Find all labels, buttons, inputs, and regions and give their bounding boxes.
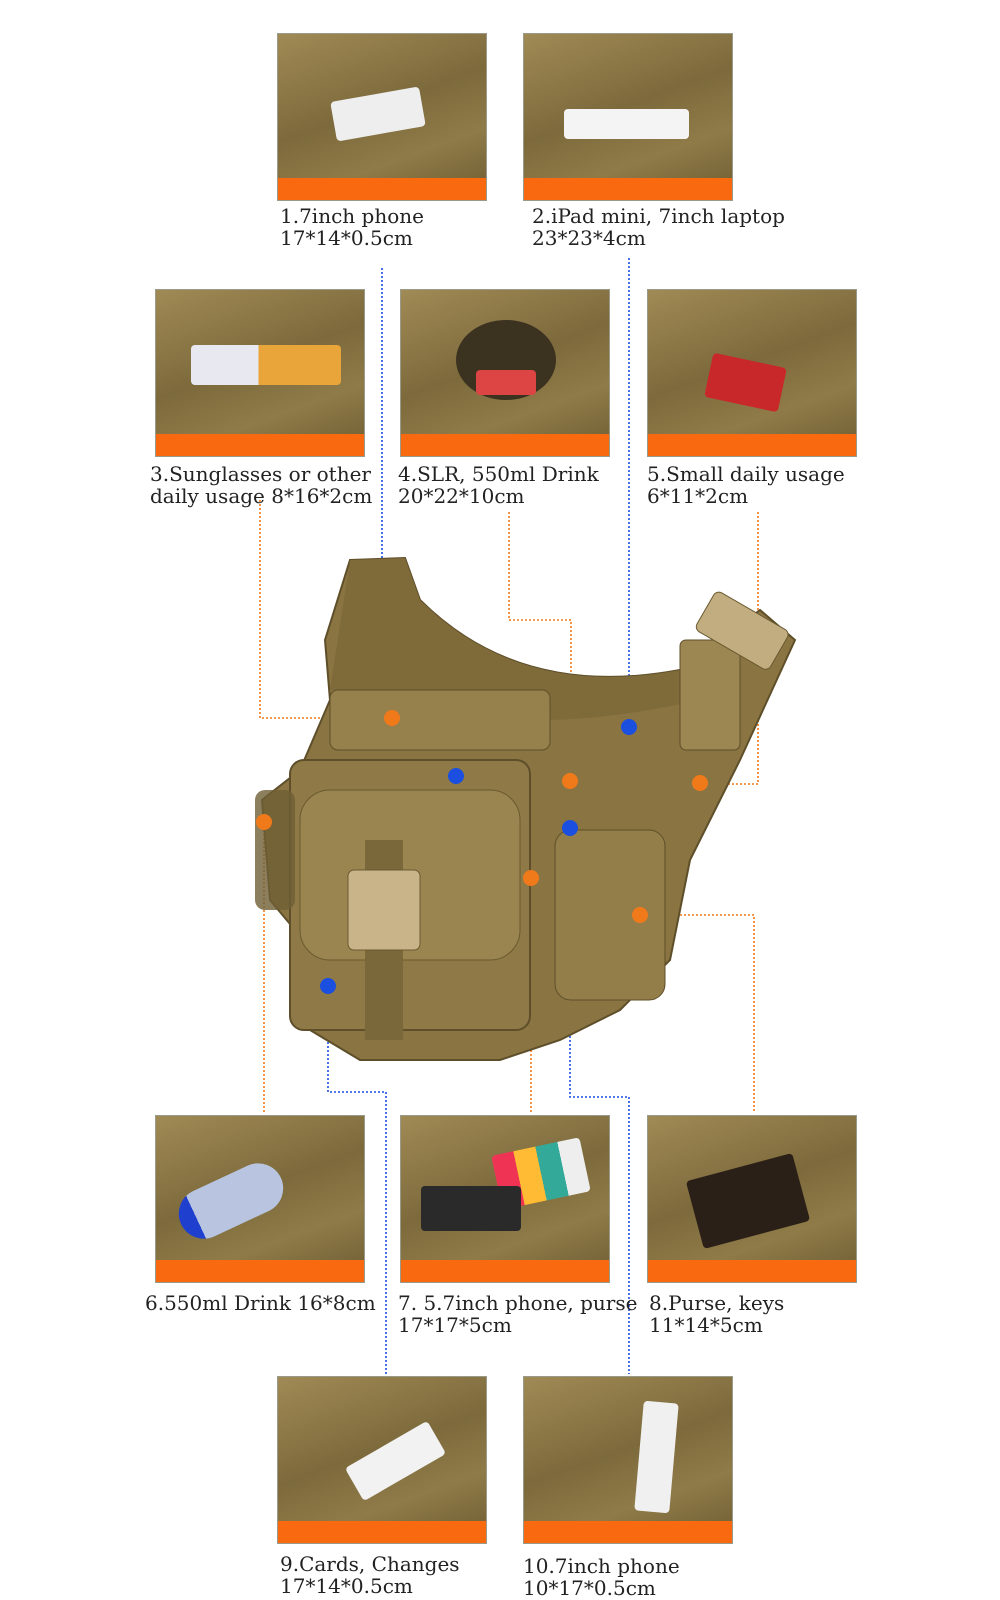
marker-10[interactable] (562, 820, 578, 836)
photo-phone-pocket (277, 33, 487, 201)
marker-4[interactable] (562, 773, 578, 789)
marker-9[interactable] (320, 978, 336, 994)
marker-1[interactable] (448, 768, 464, 784)
caption-6: 6.550ml Drink 16*8cm (145, 1291, 376, 1315)
photo-bottle-pocket (155, 1115, 365, 1283)
photo-slr-compartment (400, 289, 610, 457)
photo-cards-pocket (277, 1376, 487, 1544)
marker-6[interactable] (256, 814, 272, 830)
photo-small-pocket (647, 289, 857, 457)
marker-7[interactable] (523, 870, 539, 886)
marker-3[interactable] (384, 710, 400, 726)
photo-phone-side-pocket (523, 1376, 733, 1544)
marker-5[interactable] (692, 775, 708, 791)
marker-8[interactable] (632, 907, 648, 923)
photo-sunglasses-pocket (155, 289, 365, 457)
marker-2[interactable] (621, 719, 637, 735)
photo-purse-pocket (647, 1115, 857, 1283)
photo-main-front-pocket (400, 1115, 610, 1283)
photo-ipad-pocket (523, 33, 733, 201)
